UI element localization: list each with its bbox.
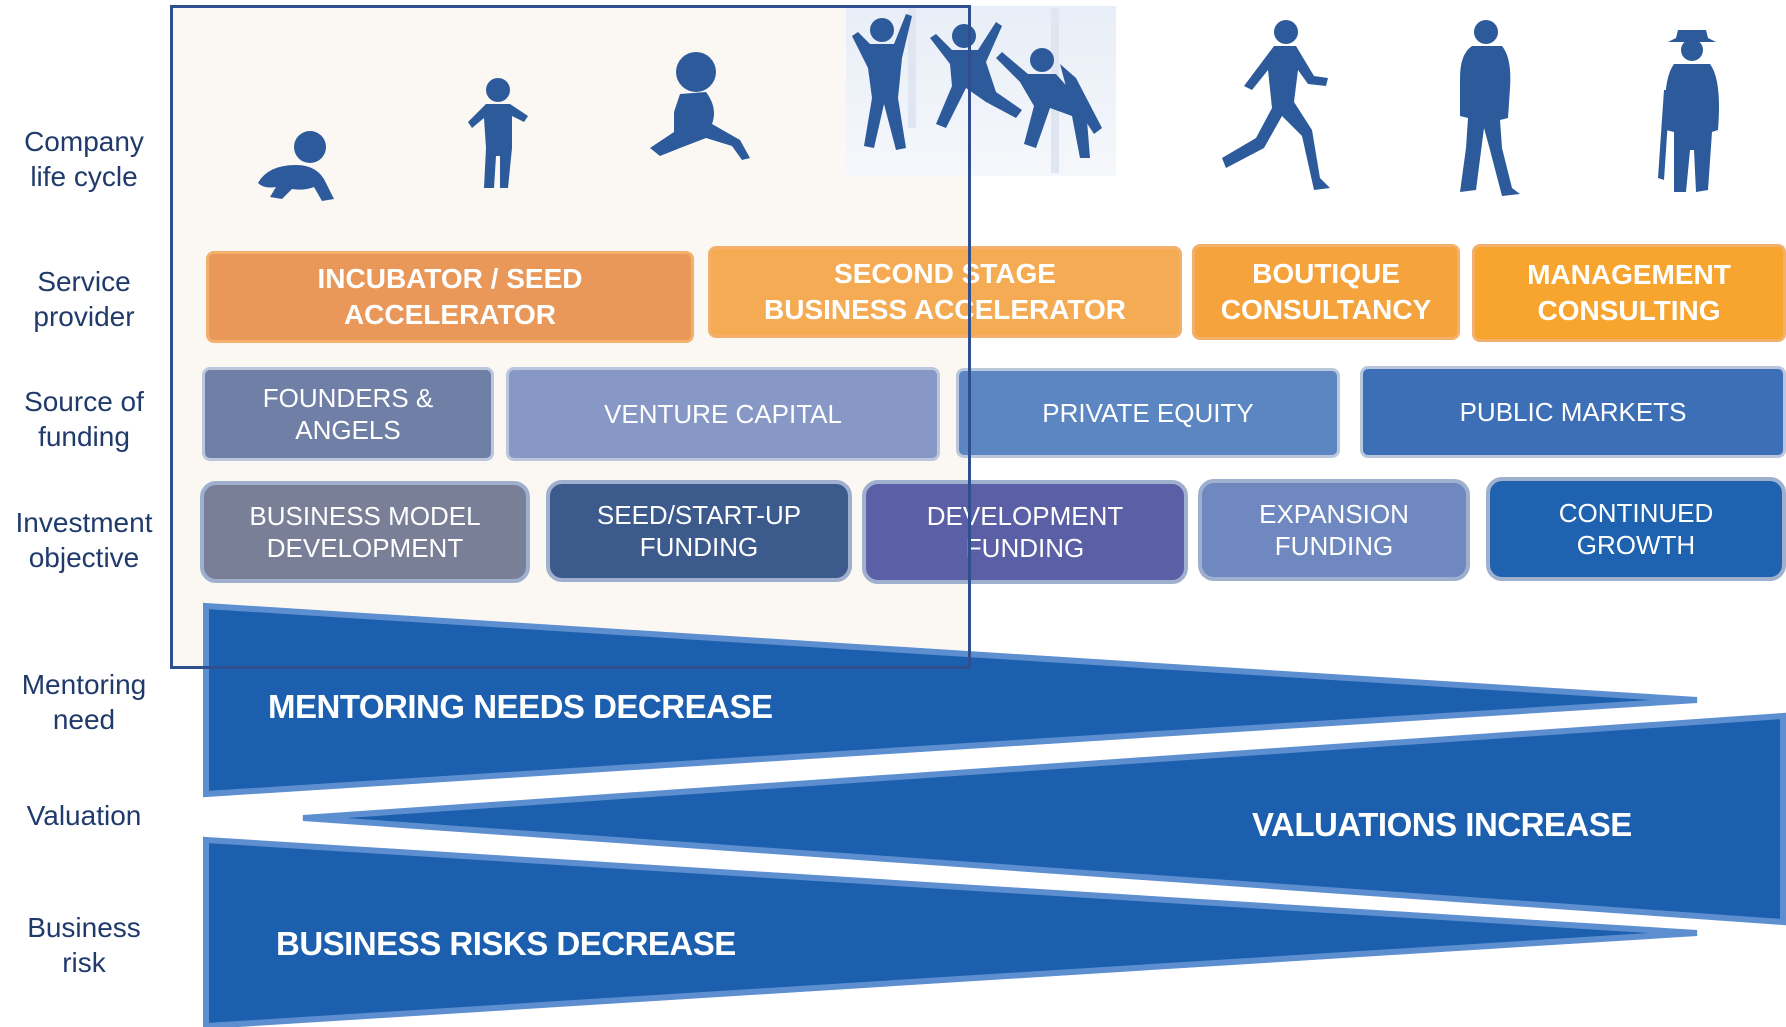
objective-development-funding: DEVELOPMENT FUNDING xyxy=(862,480,1188,584)
objective-expansion-funding: EXPANSION FUNDING xyxy=(1198,479,1470,581)
row-label-funding: Source of funding xyxy=(24,386,144,452)
valuation-wedge xyxy=(302,712,1786,926)
risk-wedge-label: BUSINESS RISKS DECREASE xyxy=(276,925,736,962)
row-label-valuation: Valuation xyxy=(26,800,142,831)
funding-public-markets: PUBLIC MARKETS xyxy=(1360,366,1786,458)
objective-continued-growth: CONTINUED GROWTH xyxy=(1486,477,1786,581)
running-child-icon xyxy=(650,52,750,160)
row-label-service: Service provider xyxy=(33,266,135,332)
crawling-baby-icon xyxy=(258,131,334,201)
funding-private-equity: PRIVATE EQUITY xyxy=(956,368,1340,458)
toddler-icon xyxy=(468,78,528,188)
service-second-stage-accelerator: SECOND STAGE BUSINESS ACCELERATOR xyxy=(708,246,1182,338)
mentoring-wedge xyxy=(203,602,1698,798)
funding-founders-angels: FOUNDERS & ANGELS xyxy=(202,367,494,461)
row-label-mentoring: Mentoring need xyxy=(21,669,147,735)
risk-wedge xyxy=(203,836,1698,1027)
service-boutique-consultancy: BOUTIQUE CONSULTANCY xyxy=(1192,244,1460,340)
man-with-umbrella-icon xyxy=(1658,30,1719,192)
row-label-risk: Business risk xyxy=(27,912,141,978)
funding-venture-capital: VENTURE CAPITAL xyxy=(506,367,940,461)
mentoring-wedge-label: MENTORING NEEDS DECREASE xyxy=(268,688,773,725)
objective-seed-startup-funding: SEED/START-UP FUNDING xyxy=(546,480,852,582)
service-management-consulting: MANAGEMENT CONSULTING xyxy=(1472,244,1786,342)
row-label-lifecycle: Company life cycle xyxy=(24,126,144,192)
row-label-objective: Investment objective xyxy=(15,507,153,573)
objective-business-model-development: BUSINESS MODEL DEVELOPMENT xyxy=(200,481,530,583)
jumping-teens-icon xyxy=(852,8,1102,173)
service-incubator-seed-accelerator: INCUBATOR / SEED ACCELERATOR xyxy=(206,251,694,343)
valuation-wedge-label: VALUATIONS INCREASE xyxy=(1252,806,1632,843)
running-adult-icon xyxy=(1222,20,1330,190)
walking-man-icon xyxy=(1460,20,1520,196)
